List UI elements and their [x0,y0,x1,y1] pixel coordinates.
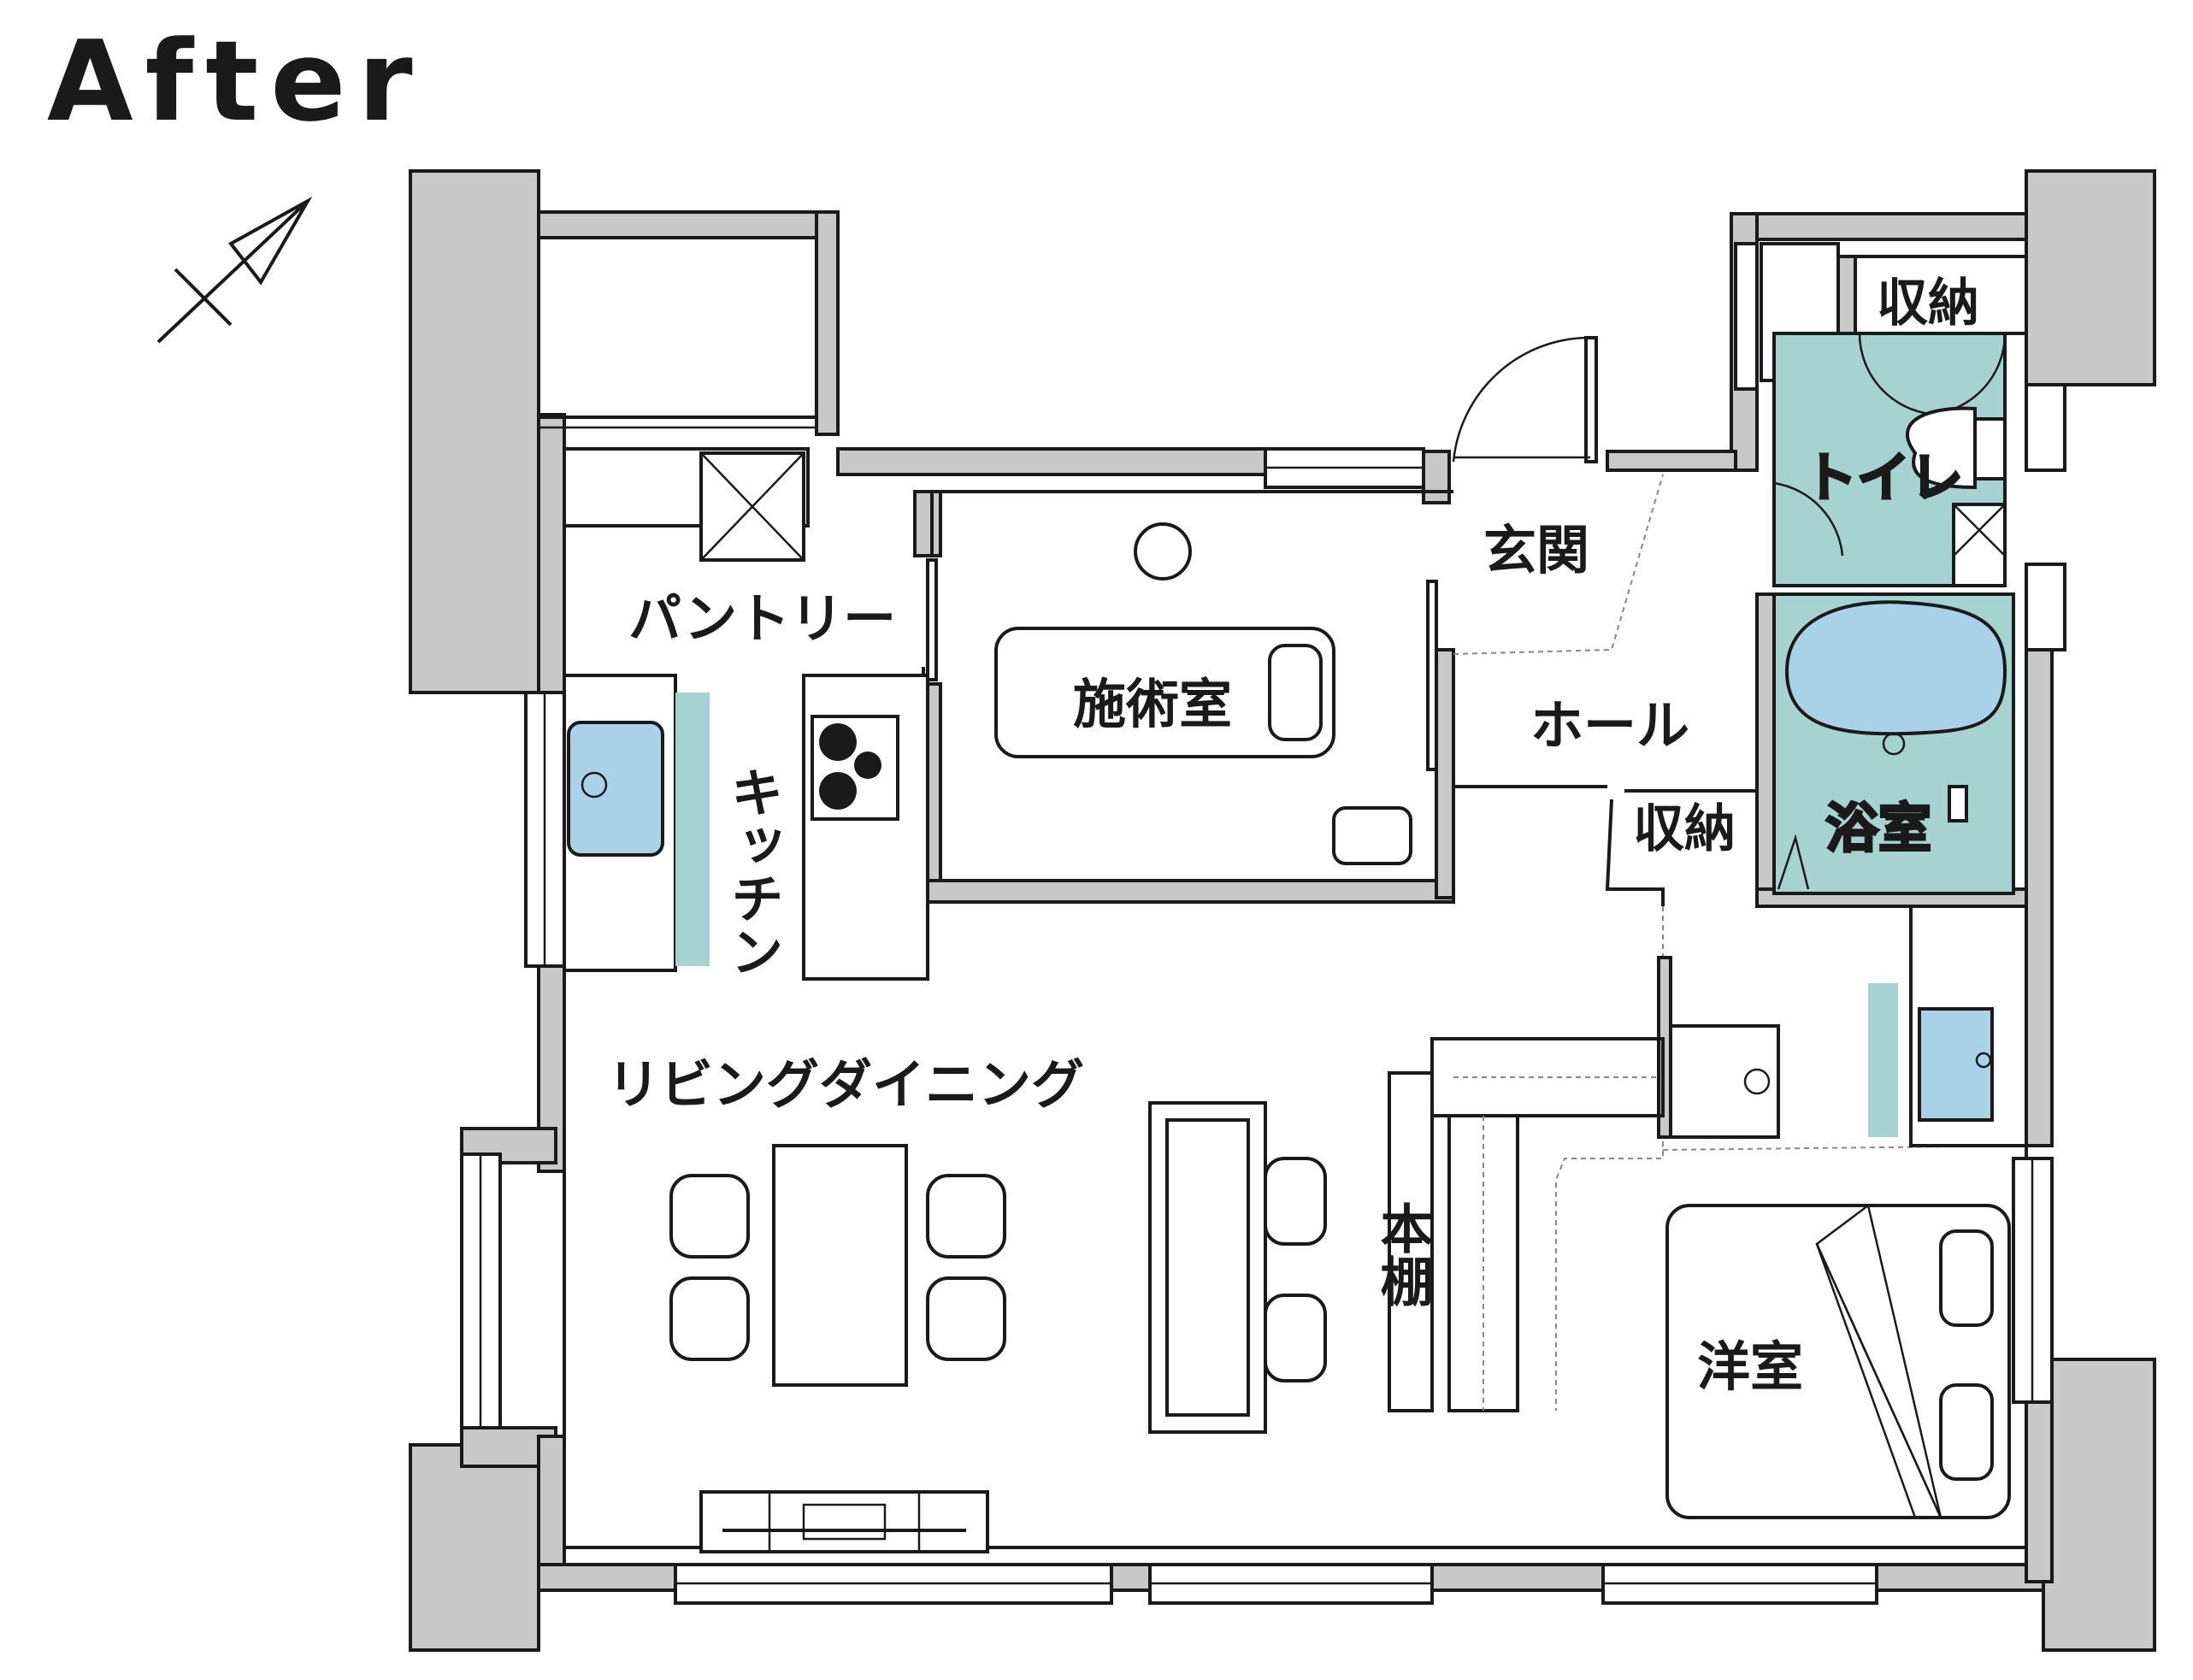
bathtub [1784,600,2007,736]
label-storage-mid: 収納 [1633,799,1736,859]
label-treatment-room: 施術室 [1073,673,1232,735]
sofa-and-chairs [1148,1101,1327,1434]
label-hall: ホール [1530,694,1689,757]
compass-north-arrow-icon [156,196,313,344]
label-entrance: 玄関 [1483,519,1589,581]
treatment-bed [994,627,1335,758]
room-labels: パントリー キッチン 施術室 玄関 ホール 収納 トイレ 収納 浴室 リビングダ… [607,274,1979,1398]
toilet-area [1772,255,2028,587]
pantry-fixtures [699,451,934,562]
label-toilet: トイレ [1804,446,1963,509]
wash-basin-accent [1868,983,1898,1137]
western-room-bed [1665,1203,2011,1519]
treatment-room-furniture [994,522,1412,865]
label-kitchen: キッチン [722,765,784,977]
label-living-dining: リビングダイニング [607,1053,1084,1116]
kitchen-counter-accent [675,693,710,966]
washroom-fixtures [1657,905,2028,1147]
label-bookshelf: 本棚 [1371,1201,1434,1307]
bathroom-area [1772,592,2015,895]
kitchen-sink [567,721,664,857]
tv-board [699,1490,989,1553]
label-bathroom: 浴室 [1825,797,1931,859]
heading-after: After [47,16,425,146]
label-pantry: パントリー [628,587,896,650]
windows [460,242,2066,1605]
bookshelf [1388,1037,1665,1412]
label-storage-top: 収納 [1877,274,1979,333]
kitchen-fixtures [563,674,929,981]
label-western-room: 洋室 [1697,1335,1803,1398]
upper-balcony [537,236,818,429]
wash-basin [1918,1007,1994,1122]
dining-set [669,1144,1006,1387]
